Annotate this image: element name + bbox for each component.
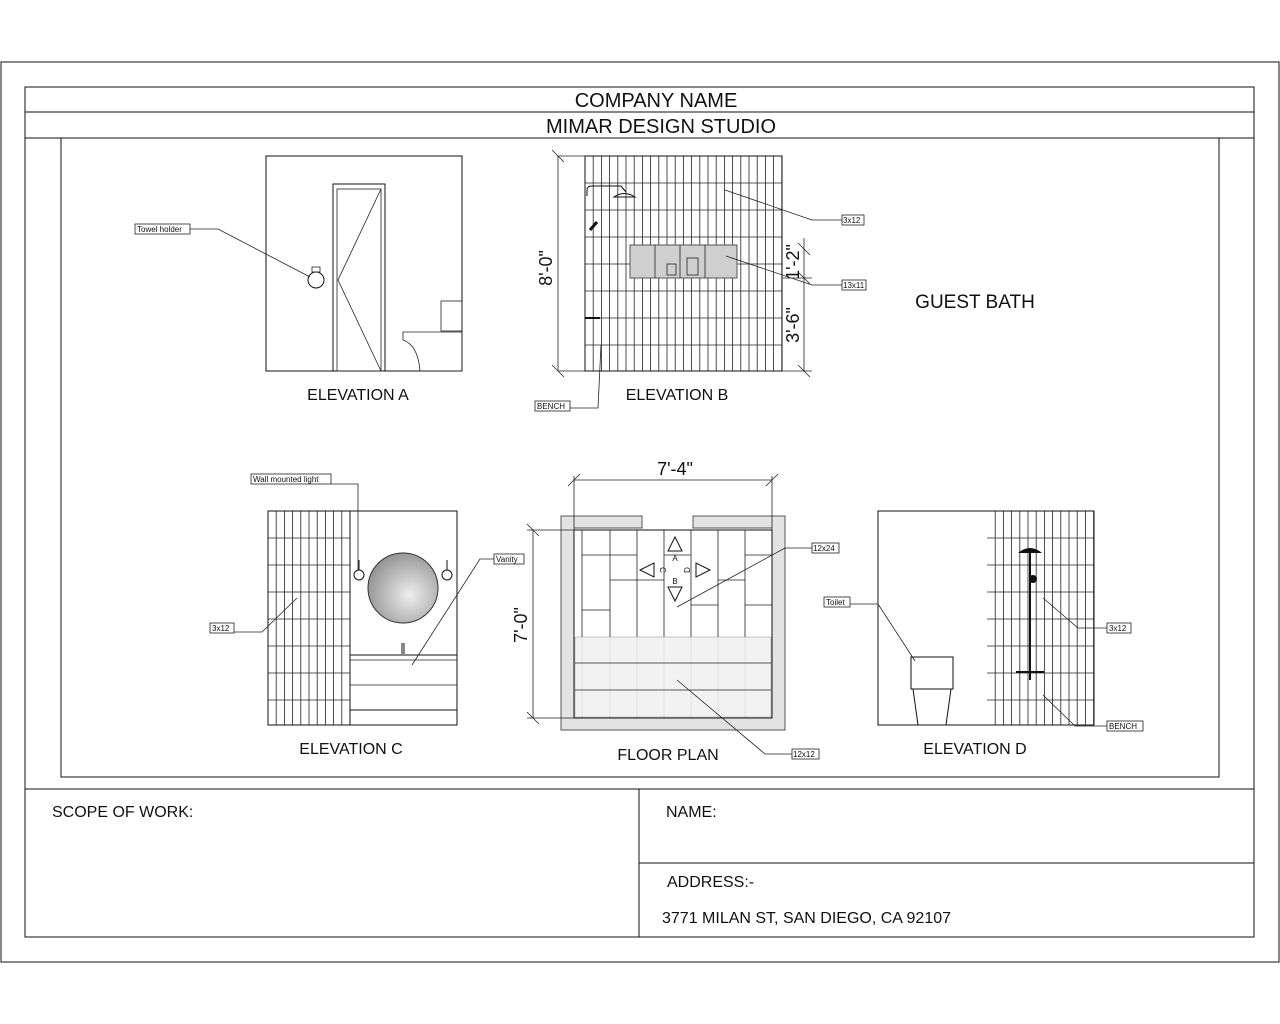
address-label: ADDRESS:-	[667, 874, 754, 891]
vanity-icon	[349, 654, 458, 711]
dim-niche: 1'-2"	[783, 244, 803, 280]
elevation-a: Towel holder ELEVATION A	[134, 155, 463, 404]
tag-bench-d: BENCH	[1109, 722, 1137, 731]
dim-depth: 7'-0"	[511, 607, 531, 643]
room-title: GUEST BATH	[915, 292, 1035, 313]
marker-d: D	[683, 567, 692, 573]
marker-a: A	[672, 554, 678, 563]
tag-toilet: Toilet	[826, 598, 845, 607]
tag-towel-holder: Towel holder	[137, 225, 182, 234]
outer-border	[0, 61, 1280, 963]
marker-c: C	[658, 567, 667, 573]
tag-tile-12x12: 12x12	[793, 750, 815, 759]
elevation-b: 8'-0" 1'-2" 3'-6" 3x12 13x11 BENCH ELEVA…	[534, 149, 867, 412]
elevation-d: Toilet 3x12 BENCH ELEVATION D	[823, 510, 1144, 758]
floor-plan-label: FLOOR PLAN	[617, 747, 718, 764]
marker-b: B	[672, 577, 677, 586]
name-label: NAME:	[666, 804, 717, 821]
tag-wall-light: Wall mounted light	[253, 475, 319, 484]
toilet-icon	[910, 656, 954, 690]
mirror-icon	[367, 552, 439, 624]
toilet-icon	[440, 300, 463, 332]
tag-vanity: Vanity	[496, 555, 518, 564]
wall-light-icon	[441, 569, 453, 581]
elevation-c: Wall mounted light Vanity 3x12 ELEVATION…	[209, 473, 525, 758]
tag-bench-b: BENCH	[537, 402, 565, 411]
address-value: 3771 MILAN ST, SAN DIEGO, CA 92107	[662, 910, 951, 927]
tag-niche: 13x11	[843, 281, 865, 290]
elevation-b-label: ELEVATION B	[626, 387, 729, 404]
tag-tile-c: 3x12	[212, 624, 230, 633]
elevation-c-label: ELEVATION C	[299, 741, 402, 758]
dim-height: 8'-0"	[536, 250, 556, 286]
drawing-area	[60, 137, 1220, 778]
studio-name: MIMAR DESIGN STUDIO	[546, 116, 776, 138]
tag-tile-d: 3x12	[1109, 624, 1127, 633]
elevation-d-label: ELEVATION D	[923, 741, 1026, 758]
dim-width: 7'-4"	[657, 459, 693, 479]
towel-holder-icon	[307, 271, 325, 289]
dim-bench: 3'-6"	[783, 307, 803, 343]
tag-tile-12x24: 12x24	[813, 544, 835, 553]
floor-plan: A B C D 7'-4" 7'-0" 12x24 12x12 FLOOR PL…	[511, 459, 840, 764]
wall-light-icon	[353, 569, 365, 581]
company-name: COMPANY NAME	[575, 90, 738, 112]
tag-tile-b: 3x12	[843, 216, 861, 225]
elevation-a-label: ELEVATION A	[307, 387, 409, 404]
scope-of-work-label: SCOPE OF WORK:	[52, 804, 193, 821]
